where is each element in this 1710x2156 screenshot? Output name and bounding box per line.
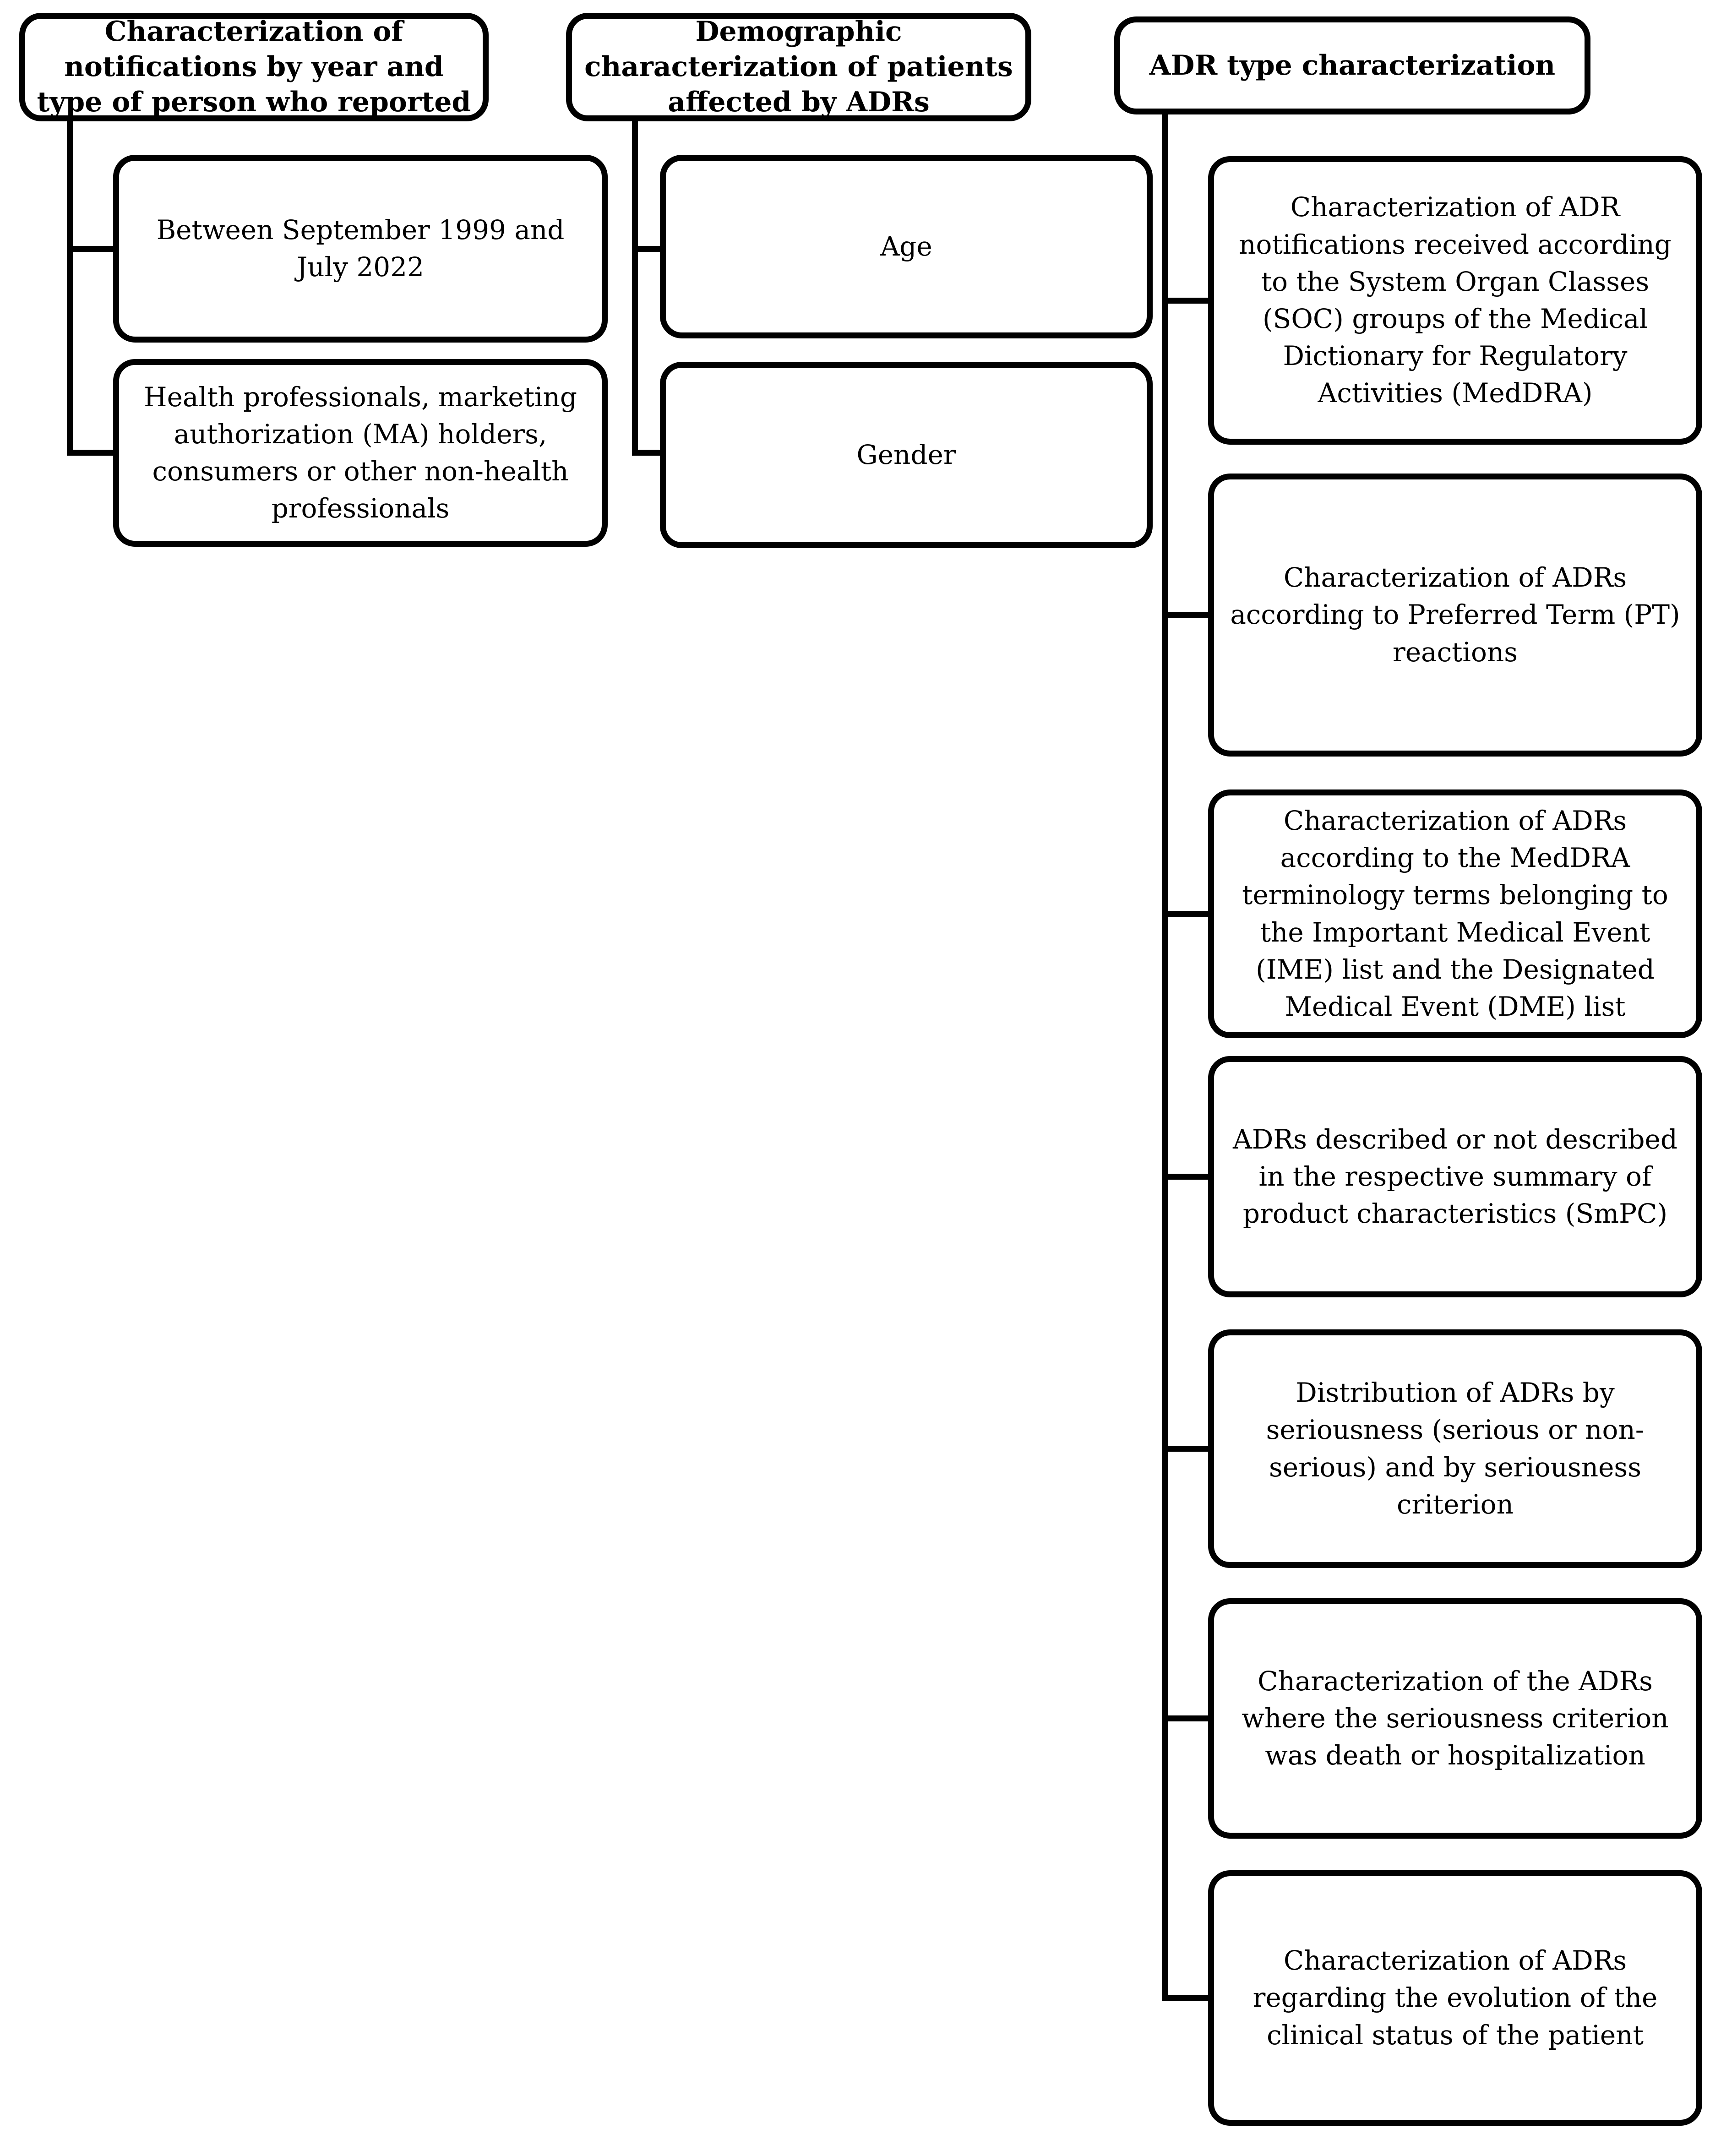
connector-col3-vertical [1162, 111, 1168, 2001]
box-reporter-types-label: Health professionals, marketing authoriz… [144, 381, 577, 524]
header-adr-type-label: ADR type characterization [1149, 49, 1556, 82]
box-preferred-term-label: Characterization of ADRs according to Pr… [1230, 562, 1680, 668]
connector-col3-stub-ime-dme [1162, 911, 1212, 917]
box-preferred-term: Characterization of ADRs according to Pr… [1208, 474, 1702, 757]
box-seriousness-distribution: Distribution of ADRs by seriousness (ser… [1208, 1329, 1702, 1568]
box-clinical-evolution-label: Characterization of ADRs regarding the e… [1253, 1945, 1658, 2051]
connector-col2-stub-age [632, 246, 664, 252]
box-soc-meddra: Characterization of ADR notifications re… [1208, 156, 1702, 445]
box-reporter-types: Health professionals, marketing authoriz… [113, 359, 608, 547]
header-notifications-by-year-and-reporter: Characterization of notifications by yea… [19, 13, 489, 121]
box-study-period: Between September 1999 and July 2022 [113, 155, 608, 343]
header-demographic-label: Demographic characterization of patients… [584, 16, 1013, 118]
box-smpc-described: ADRs described or not described in the r… [1208, 1056, 1702, 1297]
connector-col2-stub-gender [632, 450, 664, 456]
box-soc-meddra-label: Characterization of ADR notifications re… [1239, 191, 1672, 409]
box-gender: Gender [660, 362, 1153, 548]
connector-col3-stub-evolution [1162, 1995, 1212, 2001]
box-age: Age [660, 155, 1153, 338]
box-death-hospitalization-label: Characterization of the ADRs where the s… [1242, 1665, 1669, 1771]
connector-col2-vertical [632, 115, 638, 456]
connector-col1-stub-reporters [67, 450, 117, 456]
connector-col3-stub-seriousness [1162, 1446, 1212, 1452]
connector-col1-vertical [67, 115, 73, 456]
box-clinical-evolution: Characterization of ADRs regarding the e… [1208, 1870, 1702, 2126]
box-age-label: Age [880, 230, 932, 262]
box-ime-dme-lists: Characterization of ADRs according to th… [1208, 789, 1702, 1038]
box-seriousness-distribution-label: Distribution of ADRs by seriousness (ser… [1266, 1377, 1645, 1520]
connector-col3-stub-pt [1162, 612, 1212, 618]
box-gender-label: Gender [856, 439, 956, 470]
box-smpc-described-label: ADRs described or not described in the r… [1233, 1123, 1677, 1230]
box-study-period-label: Between September 1999 and July 2022 [156, 214, 565, 283]
header-adr-type-characterization: ADR type characterization [1114, 16, 1590, 114]
connector-col3-stub-soc [1162, 298, 1212, 304]
connector-col1-stub-period [67, 246, 117, 252]
header-demographic-characterization: Demographic characterization of patients… [566, 13, 1031, 121]
box-death-hospitalization: Characterization of the ADRs where the s… [1208, 1598, 1702, 1839]
box-ime-dme-lists-label: Characterization of ADRs according to th… [1242, 805, 1668, 1022]
header-notifications-label: Characterization of notifications by yea… [37, 16, 471, 118]
connector-col3-stub-death-hosp [1162, 1715, 1212, 1721]
connector-col3-stub-smpc [1162, 1174, 1212, 1180]
